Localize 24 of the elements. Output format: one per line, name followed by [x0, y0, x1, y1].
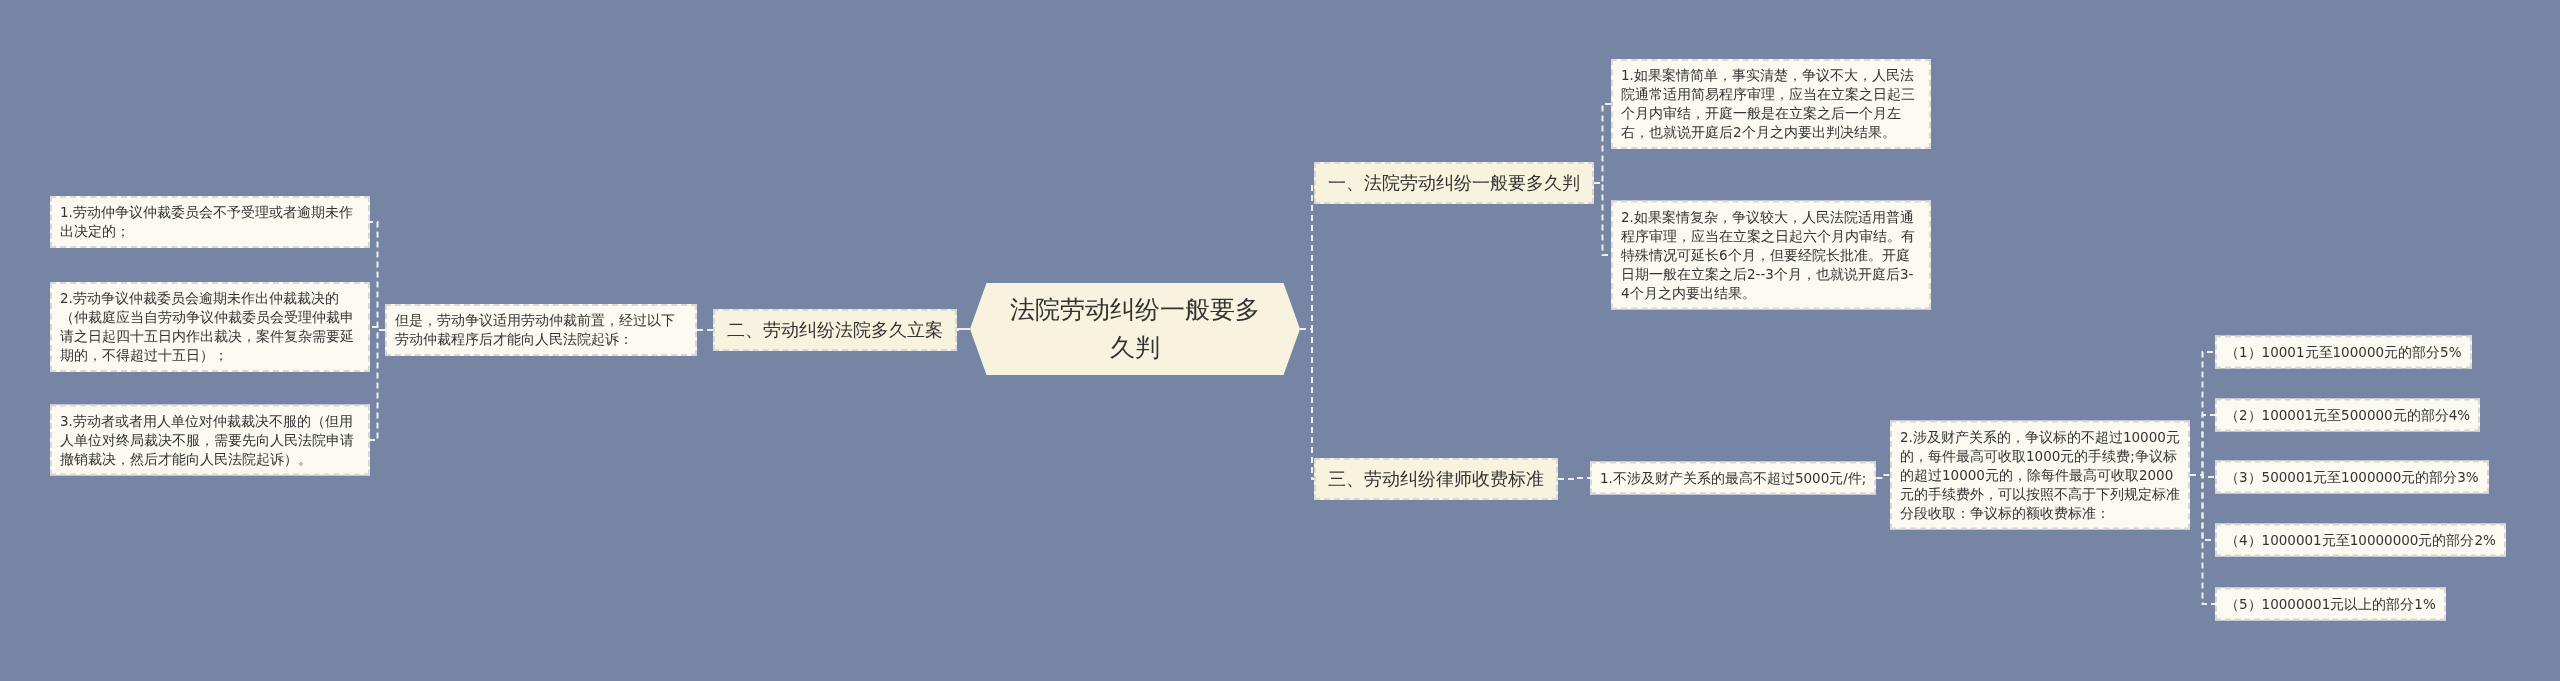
topic-box: 一、法院劳动纠纷一般要多久判	[1314, 162, 1594, 204]
connector-line	[1299, 328, 1315, 480]
text-box: 1.如果案情简单，事实清楚，争议不大，人民法院通常适用简易程序审理，应当在立案之日起三个月内审结，开庭一般是在立案之后一个月左右，也就说开庭后2个月之内要出判决结果。	[1611, 59, 1931, 149]
connector-line	[1875, 474, 1891, 479]
text-box: （2）100001元至500000元的部分4%	[2215, 398, 2481, 432]
text-box: （3）500001元至1000000元的部分3%	[2215, 460, 2489, 494]
text-box: 1.不涉及财产关系的最高不超过5000元/件;	[1590, 461, 1877, 495]
text-box: 2.劳动争议仲裁委员会逾期未作出仲裁裁决的（仲裁庭应当自劳动争议仲裁委员会受理仲裁申请之日起四十五日内作出裁决，案件复杂需要延期的，不得超过十五日）；	[50, 282, 370, 372]
text-box: 但是，劳动争议适用劳动仲裁前置，经过以下劳动仲裁程序后才能向人民法院起诉：	[385, 304, 697, 356]
central-topic: 法院劳动纠纷一般要多久判	[970, 283, 1300, 375]
connector-line	[696, 329, 714, 331]
connector-line	[2189, 474, 2216, 605]
text-box: （1）10001元至100000元的部分5%	[2215, 335, 2472, 369]
text-box: 2.如果案情复杂，争议较大，人民法院适用普通程序审理，应当在立案之日起六个月内审结。有特殊情况可延长6个月，但要经院长批准。开庭日期一般在立案之后2--3个月，也就说开庭后3-4个月之内要出结果。	[1611, 200, 1931, 310]
text-box: （4）1000001元至10000000元的部分2%	[2215, 523, 2506, 557]
text-box: 3.劳动者或者用人单位对仲裁裁决不服的（但用人单位对终局裁决不服，需要先向人民法院申请撤销裁决，然后才能向人民法院起诉）。	[50, 404, 370, 476]
connector-line	[369, 329, 386, 441]
text-box: （5）10000001元以上的部分1%	[2215, 587, 2446, 621]
text-box: 2.涉及财产关系的，争议标的不超过10000元的，每件最高可收取1000元的手续费;争议标的超过10000元的，除每件最高可收取2000元的手续费外，可以按照不高于下列规定标准分段收取：争议标的额收费标准：	[1890, 420, 2190, 530]
topic-box: 二、劳动纠纷法院多久立案	[713, 309, 957, 351]
connector-line	[956, 328, 971, 331]
topic-box: 三、劳动纠纷律师收费标准	[1314, 458, 1558, 500]
text-box: 1.劳动仲争议仲裁委员会不予受理或者逾期未作出决定的；	[50, 196, 370, 248]
connector-line	[1557, 477, 1591, 480]
